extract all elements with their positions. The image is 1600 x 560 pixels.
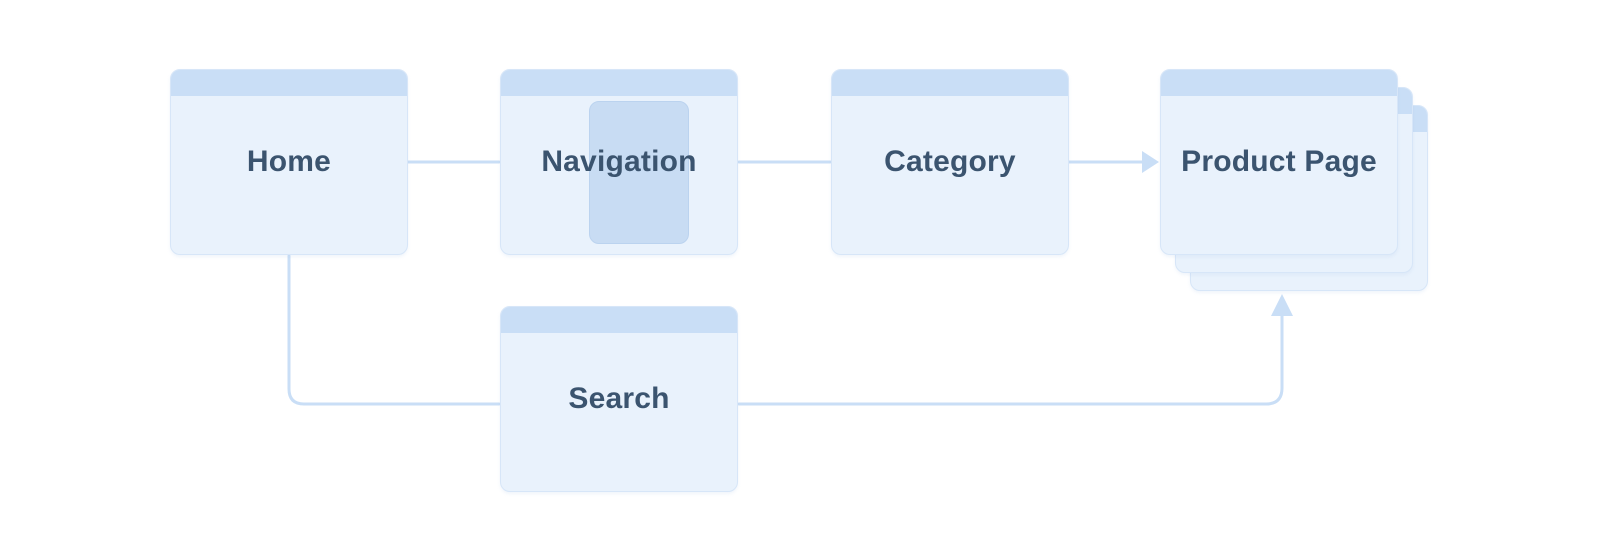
- arrowhead-category-to-product: [1142, 151, 1159, 173]
- node-product-page-label: Product Page: [1181, 145, 1377, 178]
- node-search: Search: [500, 306, 738, 492]
- node-product-page: Product Page: [1160, 69, 1398, 255]
- browser-titlebar: [1161, 70, 1397, 96]
- node-category-label: Category: [884, 145, 1016, 178]
- node-home: Home: [170, 69, 408, 255]
- connector-home-to-search: [287, 254, 501, 406]
- connector-search-to-product: [737, 312, 1284, 406]
- node-search-label: Search: [568, 382, 670, 415]
- browser-titlebar: [171, 70, 407, 96]
- arrowhead-search-to-product: [1271, 294, 1293, 316]
- browser-titlebar: [832, 70, 1068, 96]
- browser-titlebar: [501, 70, 737, 96]
- node-navigation-label: Navigation: [541, 145, 697, 178]
- browser-titlebar: [501, 307, 737, 333]
- navigation-menu-highlight: [589, 101, 689, 244]
- node-navigation: Navigation: [500, 69, 738, 255]
- node-category: Category: [831, 69, 1069, 255]
- node-home-label: Home: [246, 145, 332, 178]
